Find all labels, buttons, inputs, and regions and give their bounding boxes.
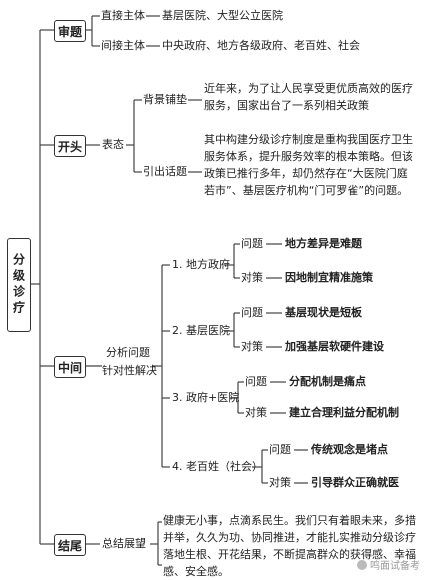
ending-text: 健康无小事，点滴系民生。我们只有着眼未来，多措并举，久久为功、协同推进，才能扎实… (163, 514, 416, 578)
section-ending: 结尾 (54, 534, 86, 556)
watermark-text: 鸣面试备考 (370, 561, 420, 572)
watermark-logo-icon (357, 559, 367, 570)
solution-text: 建立合理利益分配机制 (289, 406, 399, 419)
indirect-subject-value: 中央政府、地方各级政府、老百姓、社会 (162, 39, 360, 52)
solution-text: 因地制宜精准施策 (285, 271, 373, 284)
problem-label: 问题 (269, 443, 291, 456)
group-name: 3. 政府+医院 (172, 391, 240, 404)
solution-label: 对策 (269, 476, 291, 489)
topic-text: 其中构建分级诊疗制度是重构我国医疗卫生服务体系，提升服务效率的根本策略。但该政策… (204, 133, 413, 197)
problem-label: 问题 (241, 306, 263, 319)
problem-label: 问题 (241, 237, 263, 250)
root-node: 分级诊疗 (7, 238, 31, 332)
background-text: 近年来，为了让人民享受更优质高效的医疗服务，国家出台了一系列相关政策 (204, 82, 413, 112)
solution-text: 加强基层软硬件建设 (285, 340, 384, 353)
solution-label: 对策 (241, 271, 263, 284)
group-name: 1. 地方政府 (172, 258, 230, 271)
problem-text: 传统观念是堵点 (311, 443, 388, 456)
solution-label: 对策 (245, 406, 267, 419)
method-line-2: 针对性解决 (102, 364, 157, 377)
problem-text: 基层现状是短板 (285, 306, 362, 319)
section-review: 审题 (54, 20, 86, 42)
problem-text: 分配机制是痛点 (289, 375, 366, 388)
watermark: 鸣面试备考 (357, 557, 420, 572)
section-middle: 中间 (54, 356, 86, 378)
indirect-subject-label: 间接主体 (101, 39, 145, 52)
solution-text: 引导群众正确就医 (311, 476, 399, 489)
group-name: 2. 基层医院 (172, 324, 230, 337)
direct-subject-value: 基层医院、大型公立医院 (162, 9, 283, 22)
stance-label: 表态 (102, 138, 124, 151)
solution-label: 对策 (241, 340, 263, 353)
group-name: 4. 老百姓（社会） (172, 460, 263, 473)
background-label: 背景铺垫 (143, 93, 187, 106)
direct-subject-label: 直接主体 (101, 9, 145, 22)
section-opening: 开头 (54, 135, 86, 157)
topic-label: 引出话题 (143, 165, 187, 178)
summary-label: 总结展望 (102, 537, 146, 550)
method-line-1: 分析问题 (106, 346, 150, 359)
problem-label: 问题 (245, 375, 267, 388)
problem-text: 地方差异是难题 (285, 237, 362, 250)
